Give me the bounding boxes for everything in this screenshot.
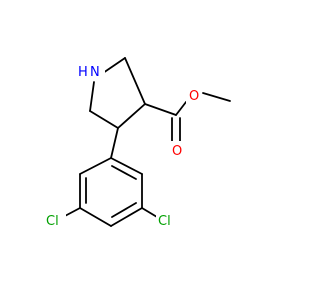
bond-c5-n — [89, 81, 95, 112]
chlorine-right-label: Cl — [156, 211, 178, 229]
ring-double-2 — [111, 202, 137, 218]
bond-c3-c4 — [117, 103, 146, 129]
ester-oxygen-label: O — [186, 86, 202, 104]
bond-ring-cl-right — [141, 207, 158, 218]
ring-bond-1 — [110, 157, 143, 175]
chlorine-left-symbol: Cl — [46, 214, 59, 229]
nitrogen-hydrogen: H — [78, 65, 88, 80]
ring-bond-6 — [79, 157, 112, 175]
bond-n-c2 — [102, 57, 126, 74]
bond-c4-c5 — [89, 110, 119, 129]
molecule-diagram: N H O O Cl Cl — [44, 57, 231, 229]
ring-bond-3 — [110, 207, 143, 227]
nitrogen-symbol: N — [90, 65, 100, 80]
structure-canvas: N H O O Cl Cl — [44, 57, 231, 229]
chlorine-right-symbol: Cl — [158, 214, 171, 229]
ring-double-1 — [111, 165, 137, 180]
bond-carbonyl-oxygen-ester — [175, 101, 187, 116]
carbonyl-oxygen-label: O — [169, 141, 185, 159]
ester-oxygen-symbol: O — [189, 89, 199, 104]
carbonyl-oxygen-symbol: O — [172, 144, 182, 159]
ring-bond-4 — [79, 207, 112, 227]
chlorine-left-label: Cl — [44, 211, 66, 229]
bond-c3-carbonyl — [144, 103, 177, 116]
bond-oxygen-methyl — [202, 92, 231, 102]
nitrogen-label: N H — [78, 62, 105, 80]
bond-c4-aryl — [110, 127, 119, 159]
bond-c2-c3 — [124, 57, 146, 105]
